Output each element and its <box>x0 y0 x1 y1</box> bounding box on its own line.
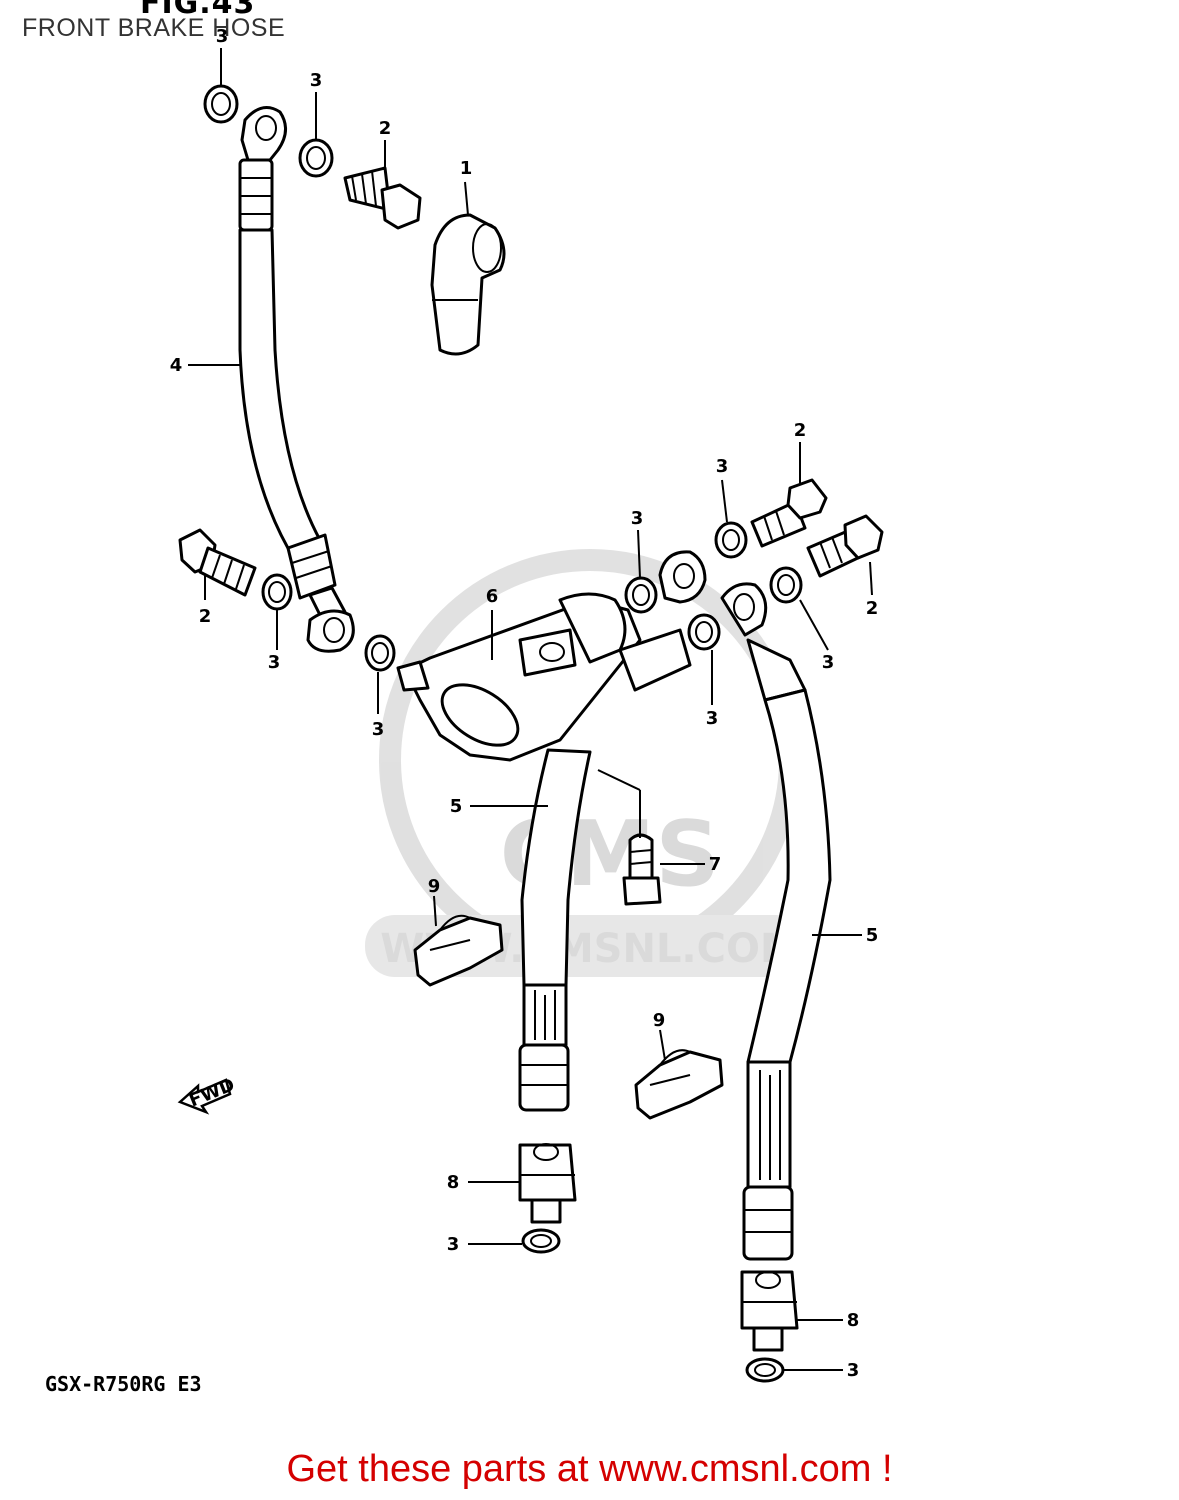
callout-5: 5 <box>450 796 463 817</box>
washer-3-top-left <box>203 84 239 124</box>
washer-3-left-lower <box>261 573 293 611</box>
callout-8: 8 <box>847 1310 860 1331</box>
part-9-clamp-right <box>634 1049 724 1120</box>
fwd-arrow-icon: FWD <box>177 1074 238 1115</box>
washer-3-upper-right <box>714 521 748 559</box>
callout-3: 3 <box>268 652 281 673</box>
callout-8: 8 <box>447 1172 460 1193</box>
washer-3-junction-right <box>687 613 721 651</box>
callout-2: 2 <box>199 606 212 627</box>
washer-3-left-joint <box>364 634 396 672</box>
callout-3: 3 <box>716 456 729 477</box>
page-title: FRONT BRAKE HOSE <box>22 14 286 42</box>
washer-3-bottom-left <box>521 1228 561 1254</box>
model-code: GSX-R750RG E3 <box>45 1372 202 1396</box>
callout-3: 3 <box>631 508 644 529</box>
callout-2: 2 <box>794 420 807 441</box>
part-8-adaptor-right <box>740 1270 799 1352</box>
callout-3: 3 <box>447 1234 460 1255</box>
part-1-cap <box>430 213 506 356</box>
part-6-three-way-joint <box>396 592 692 762</box>
callout-labels: 1 2 2 2 2 3 3 3 3 3 3 3 3 3 3 4 5 5 6 7 … <box>170 26 879 1381</box>
part-2-union-bolt-upper-right <box>750 478 828 548</box>
callout-3: 3 <box>310 70 323 91</box>
washer-3-bottom-right <box>745 1357 785 1383</box>
callout-9: 9 <box>653 1010 666 1031</box>
callout-3: 3 <box>216 26 229 47</box>
leader-lines <box>188 48 873 1371</box>
shop-link-text[interactable]: Get these parts at www.cmsnl.com ! <box>286 1448 893 1490</box>
callout-5: 5 <box>866 925 879 946</box>
callout-1: 1 <box>460 158 473 179</box>
figure-heading: FIG.43 <box>140 0 256 21</box>
washer-3-top-mid <box>298 138 334 178</box>
part-4-upper-hose <box>238 106 355 653</box>
part-5-hose-right <box>720 582 832 1261</box>
part-8-adaptor-left <box>518 1143 577 1224</box>
callout-9: 9 <box>428 876 441 897</box>
callout-4: 4 <box>170 355 183 376</box>
callout-3: 3 <box>847 1360 860 1381</box>
part-2-union-bolt-left <box>178 528 257 597</box>
banjo-fitting-upper-right <box>658 550 707 604</box>
part-9-clamp-left <box>413 914 504 987</box>
part-5-hose-left <box>518 748 592 1112</box>
callout-2: 2 <box>379 118 392 139</box>
callout-3: 3 <box>372 719 385 740</box>
callout-3: 3 <box>822 652 835 673</box>
svg-text:FWD: FWD <box>186 1074 238 1111</box>
callout-2: 2 <box>866 598 879 619</box>
callout-7: 7 <box>709 854 722 875</box>
part-2-union-bolt-top <box>343 166 422 230</box>
callout-3: 3 <box>706 708 719 729</box>
part-7-bolt <box>622 833 662 906</box>
callout-6: 6 <box>486 586 499 607</box>
washer-3-junction-top <box>624 576 658 614</box>
washer-3-right <box>769 566 803 604</box>
part-2-union-bolt-right <box>806 514 884 578</box>
